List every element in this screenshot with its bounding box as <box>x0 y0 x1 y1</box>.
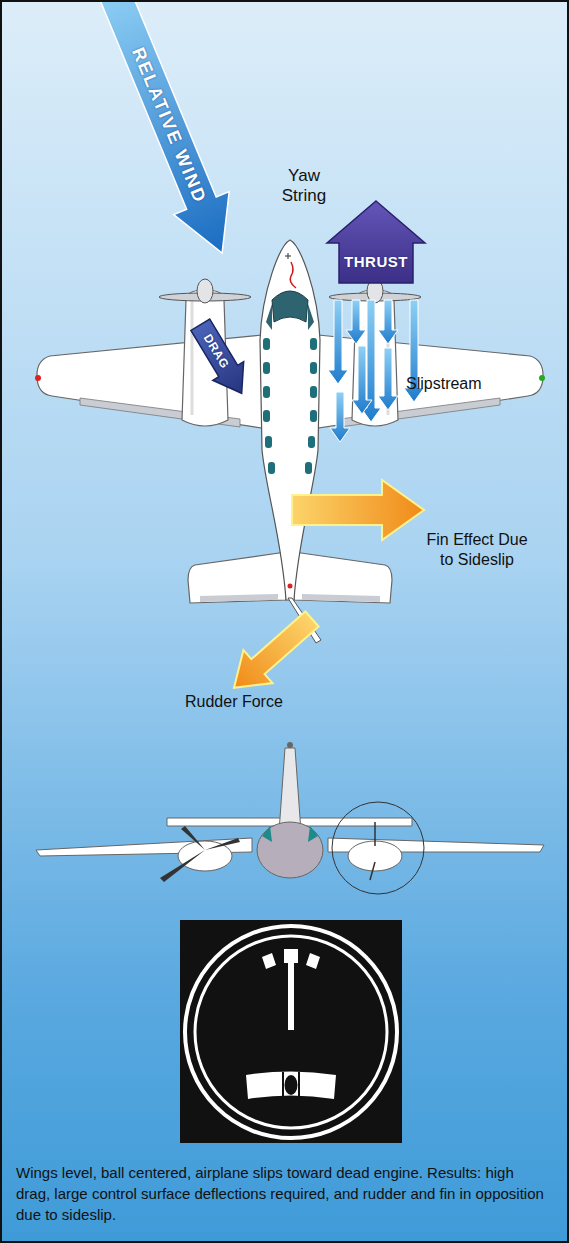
rear-view-tail <box>279 748 301 832</box>
yaw-string <box>285 253 291 259</box>
rudder-force-arrow <box>219 602 326 704</box>
fuselage <box>260 240 320 600</box>
windmilling-propeller <box>160 826 240 882</box>
slipstream-arrow <box>352 346 372 414</box>
windmilling-propeller <box>160 850 205 882</box>
rear-view-tail <box>167 742 412 832</box>
figure-caption: Wings level, ball centered, airplane sli… <box>16 1162 544 1225</box>
cabin-window <box>263 338 317 474</box>
fin-effect-arrow <box>292 480 424 540</box>
yaw-string <box>285 253 296 288</box>
rear-view-fuselage <box>257 822 323 878</box>
yaw-string <box>290 262 296 288</box>
cabin-window <box>265 436 272 448</box>
turn-coordinator <box>284 949 298 963</box>
slipstream-arrow <box>378 300 398 344</box>
part-label: Slipstream <box>406 374 516 394</box>
cabin-window <box>305 462 312 474</box>
propeller <box>197 279 213 303</box>
slipstream-arrow <box>346 300 366 344</box>
dead-engine-circle <box>332 802 424 894</box>
cabin-window <box>263 410 270 422</box>
shape-outline <box>327 201 425 283</box>
force-label: Fin Effect Due to Sideslip <box>422 530 532 570</box>
turn-coordinator <box>306 953 320 969</box>
nav-light <box>539 375 545 381</box>
cabin-window <box>310 362 317 374</box>
turn-coordinator <box>180 920 402 1143</box>
horizontal-tail <box>200 594 278 602</box>
rear-view-fuselage <box>262 826 272 842</box>
rear-view-tail <box>287 742 293 748</box>
cabin-window <box>268 462 275 474</box>
slipstream-arrow <box>328 300 424 442</box>
cabin-window <box>263 362 270 374</box>
cabin-window <box>308 436 315 448</box>
arrow-label: THRUST <box>327 241 425 281</box>
force-label: Rudder Force <box>185 692 315 712</box>
fuselage <box>266 304 272 330</box>
rear-view-fuselage <box>308 826 318 842</box>
turn-coordinator <box>285 1075 298 1095</box>
turn-coordinator <box>262 953 276 969</box>
left-nacelle <box>191 300 194 415</box>
feathered-propeller <box>370 822 375 880</box>
nav-light <box>35 375 41 381</box>
turn-coordinator <box>288 952 294 1030</box>
thrust-arrow: THRUST <box>327 201 425 283</box>
turn-coordinator <box>195 936 387 1128</box>
slipstream-arrow <box>330 392 350 442</box>
turn-coordinator <box>180 920 402 1143</box>
horizontal-tail <box>294 552 392 603</box>
feathered-propeller <box>370 822 375 880</box>
cabin-window <box>310 386 317 398</box>
cabin-window <box>263 338 270 350</box>
fuselage <box>308 304 314 330</box>
rudder-force-arrow <box>219 602 326 704</box>
cabin-window <box>263 386 270 398</box>
rear-view-fuselage <box>257 822 323 878</box>
vertical-fin-rudder <box>288 584 293 589</box>
turn-coordinator <box>246 1072 336 1100</box>
rear-view-nacelle <box>178 841 402 871</box>
relative-wind-arrow: RELATIVE WIND <box>84 0 250 265</box>
arrow-shape <box>185 315 257 402</box>
cabin-window <box>310 338 317 350</box>
cabin-window <box>310 410 317 422</box>
windmilling-propeller <box>181 826 205 850</box>
slipstream-arrow <box>328 300 348 384</box>
horizontal-tail <box>188 552 286 603</box>
turn-coordinator <box>283 1072 299 1096</box>
turn-coordinator <box>185 926 397 1138</box>
part-label: Yaw String <box>264 166 344 206</box>
fin-effect-arrow <box>292 480 424 540</box>
arrow-shape <box>84 0 250 265</box>
slipstream-arrow <box>378 348 398 410</box>
horizontal-tail <box>302 594 380 602</box>
arrow-label: RELATIVE WIND <box>99 12 239 238</box>
windmilling-propeller <box>205 838 240 850</box>
fuselage <box>272 291 308 322</box>
arrow-shape <box>327 201 425 283</box>
fuselage <box>260 240 320 600</box>
